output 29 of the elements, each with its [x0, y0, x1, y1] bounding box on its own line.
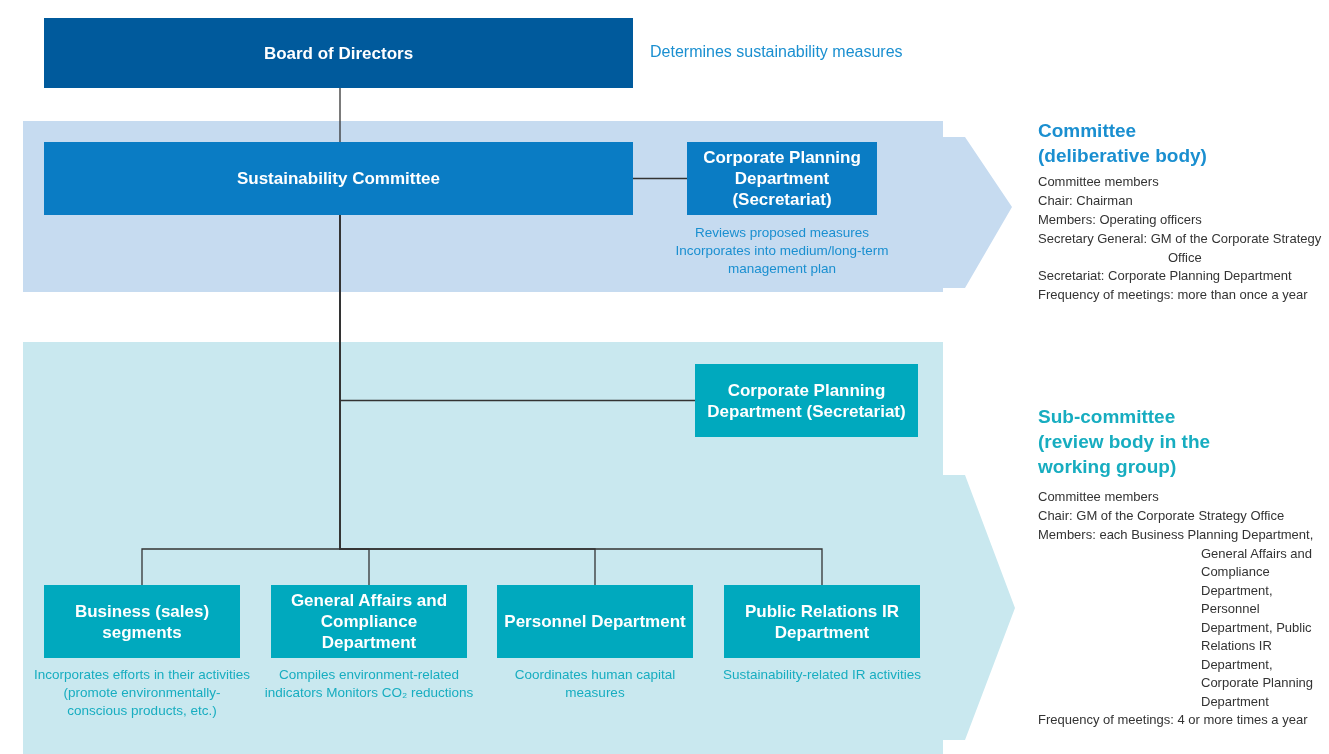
connector-line: [339, 87, 341, 143]
org-box: Personnel Department: [497, 585, 693, 658]
org-box: Corporate Planning Department (Secretariat): [687, 142, 877, 215]
node-note: Incorporates efforts in their activities (promote environmentally-conscious products, etc.): [34, 666, 250, 720]
node-note: Coordinates human capital measures: [513, 666, 677, 702]
connector-line: [632, 177, 688, 180]
body-text: Chair: Chairman: [1038, 192, 1134, 210]
body-text: Committee members: [1038, 173, 1160, 191]
org-box: Public Relations IR Department: [724, 585, 920, 658]
node-note: Determines sustainability measures: [650, 43, 904, 61]
body-text: Committee members: [1038, 488, 1160, 506]
body-text: Members: each Business Planning Department, General Affairs and Compliance Department, Personnel Department, Public Relations IR Department, Corporate Planning Department: [1038, 526, 1315, 711]
node-note: Sustainability-related IR activities: [721, 666, 923, 684]
node-note: Reviews proposed measures: [693, 224, 871, 242]
node-note: Incorporates into medium/long-term management plan: [674, 242, 890, 278]
body-text: Frequency of meetings: 4 or more times a year: [1038, 711, 1309, 729]
band-heading: Sub-committee (review body in the working group): [1038, 405, 1212, 479]
body-text: Frequency of meetings: more than once a year: [1038, 286, 1309, 304]
node-note: Compiles environment-related indicators Monitors CO₂ reductions: [263, 666, 475, 702]
body-text: Members: Operating officers: [1038, 211, 1203, 229]
org-box: Sustainability Committee: [44, 142, 633, 215]
org-box: Board of Directors: [44, 18, 633, 88]
band-heading: Committee (deliberative body): [1038, 119, 1208, 168]
org-box: General Affairs and Compliance Department: [271, 585, 467, 658]
org-box: Corporate Planning Department (Secretariat): [695, 364, 918, 437]
org-box: Business (sales) segments: [44, 585, 240, 658]
body-text: Chair: GM of the Corporate Strategy Office: [1038, 507, 1286, 525]
body-text: Secretary General: GM of the Corporate Strategy Office: [1038, 230, 1323, 267]
body-text: Secretariat: Corporate Planning Department: [1038, 267, 1293, 285]
